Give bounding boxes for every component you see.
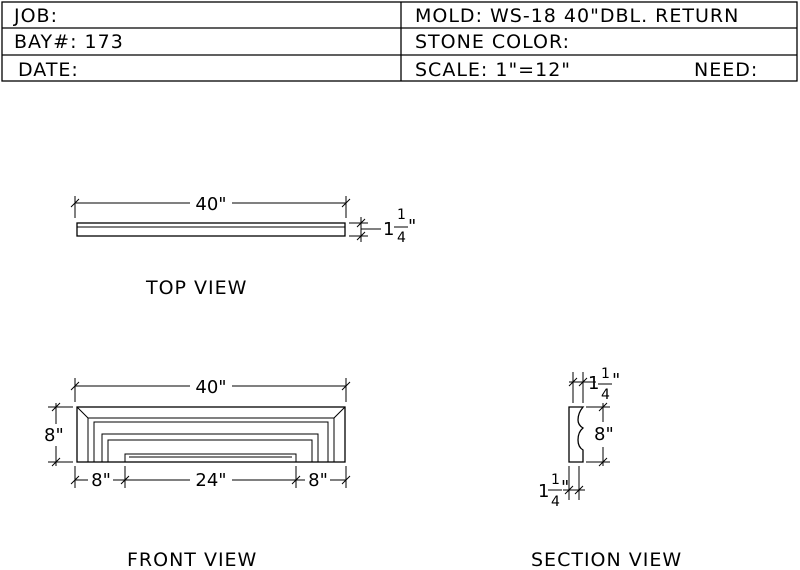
- front-view-right-return-edge: [333, 406, 346, 462]
- front-view-length-label: 40": [195, 377, 226, 398]
- title-block-border: [1, 1, 798, 82]
- top-view-outline: [76, 222, 346, 237]
- top-view-length-label: 40": [195, 194, 226, 215]
- front-view-molding-step: [93, 421, 329, 462]
- mold-field: MOLD: WS-18 40"DBL. RETURN: [415, 5, 739, 27]
- front-view-bottom-dimension: 8" 24" 8": [70, 466, 351, 491]
- top-view: 40" 1 1 4 " TOP VIEW: [70, 194, 416, 299]
- front-view-height-label: 8": [44, 425, 64, 446]
- section-view-label: SECTION VIEW: [531, 549, 682, 570]
- section-view-bottom-denominator: 4: [551, 494, 560, 510]
- front-view: 40" 8" 8" 24" 8": [44, 377, 351, 570]
- front-view-outline: [76, 406, 346, 463]
- section-view-bottom-dimension: 1 1 4 ": [538, 466, 585, 510]
- title-block: JOB: BAY#: 173 DATE: MOLD: WS-18 40"DBL.…: [1, 1, 798, 82]
- front-view-right-width-label: 8": [308, 470, 328, 491]
- date-field: DATE:: [18, 59, 79, 81]
- front-view-left-width-label: 8": [91, 470, 111, 491]
- front-view-left-return-edge: [76, 406, 89, 462]
- stone-color-field: STONE COLOR:: [415, 31, 570, 53]
- top-view-depth-denominator: 4: [397, 230, 406, 246]
- top-view-depth-unit: ": [408, 216, 416, 237]
- section-view-height-label: 8": [594, 424, 614, 445]
- front-view-center-width-label: 24": [195, 470, 226, 491]
- section-view: 1 1 4 " 8" 1 1 4 " S: [531, 366, 682, 570]
- front-view-label: FRONT VIEW: [127, 549, 257, 570]
- job-field: JOB:: [13, 5, 58, 27]
- top-view-length-dimension: 40": [70, 194, 351, 218]
- top-view-depth-whole: 1: [383, 219, 394, 240]
- top-view-label: TOP VIEW: [145, 277, 247, 299]
- bay-field: BAY#: 173: [14, 31, 124, 53]
- section-view-top-denominator: 4: [601, 387, 610, 403]
- top-view-depth-numerator: 1: [397, 207, 406, 223]
- section-view-bottom-unit: ": [561, 477, 569, 498]
- section-view-height-dimension: 8": [586, 402, 614, 467]
- top-view-depth-dimension: 1 1 4 ": [349, 207, 416, 246]
- section-view-top-whole: 1: [588, 373, 599, 394]
- front-view-length-dimension: 40": [70, 377, 351, 402]
- section-view-top-numerator: 1: [601, 366, 610, 382]
- front-view-molding-step: [101, 433, 319, 462]
- scale-field: SCALE: 1"=12": [415, 59, 571, 81]
- section-view-profile: [568, 406, 585, 463]
- section-view-top-dimension: 1 1 4 ": [568, 366, 620, 403]
- need-field: NEED:: [694, 59, 758, 81]
- front-view-center-recess: [124, 453, 297, 462]
- front-view-molding-step: [107, 439, 313, 462]
- section-view-bottom-numerator: 1: [551, 472, 560, 488]
- section-view-top-unit: ": [612, 370, 620, 391]
- section-view-bottom-whole: 1: [538, 481, 549, 502]
- front-view-height-dimension: 8": [44, 402, 73, 467]
